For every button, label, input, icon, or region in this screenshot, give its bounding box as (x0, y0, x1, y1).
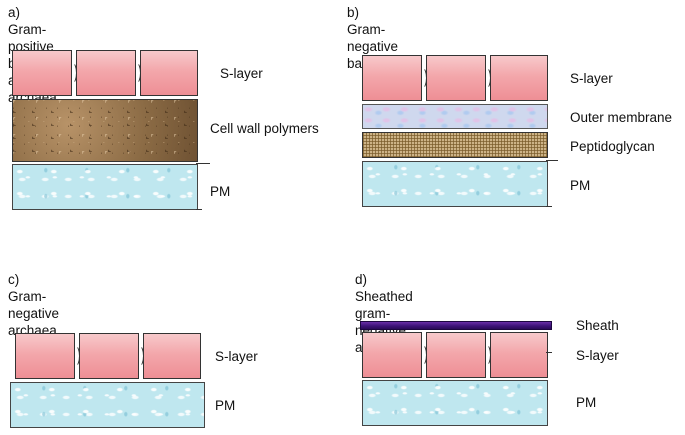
s-layer-linker (417, 67, 427, 89)
s-layer-subunit (143, 333, 201, 379)
s-layer-subunit (76, 50, 136, 96)
s-layer-linker (481, 67, 491, 89)
cell-wall-polymers-layer (12, 99, 198, 162)
panel-c-title: c) Gram-negative archaea (8, 272, 60, 338)
s-layer-subunit (490, 332, 548, 378)
pm-label: PM (215, 398, 236, 413)
plasma-membrane-layer (362, 380, 548, 426)
cell-wall-polymers-label: Cell wall polymers (210, 121, 319, 136)
peptidoglycan-layer (362, 132, 548, 158)
sheath-layer (360, 321, 552, 330)
s-layer-subunit (426, 55, 486, 101)
s-layer-label: S-layer (215, 349, 258, 364)
outer-membrane-layer (362, 104, 548, 129)
layer-edge-tick (546, 160, 558, 161)
layer-edge-tick (196, 163, 210, 164)
s-layer-linker (67, 62, 77, 84)
s-layer-linker (70, 345, 80, 367)
s-layer-label: S-layer (576, 348, 619, 363)
s-layer-subunit (79, 333, 139, 379)
s-layer-linker (417, 344, 427, 366)
s-layer-subunit (426, 332, 486, 378)
sheath-label: Sheath (576, 318, 619, 333)
pm-label: PM (570, 178, 591, 193)
s-layer-linker (481, 344, 491, 366)
s-layer-subunit (362, 55, 422, 101)
s-layer-subunit (12, 50, 72, 96)
s-layer-linker (134, 345, 144, 367)
s-layer-linker (131, 62, 141, 84)
s-layer-label: S-layer (570, 71, 613, 86)
layer-edge-tick (196, 209, 202, 210)
pm-label: PM (576, 395, 597, 410)
layer-edge-tick (546, 352, 552, 353)
s-layer-subunit (490, 55, 548, 101)
plasma-membrane-layer (362, 161, 548, 207)
layer-edge-tick (546, 206, 552, 207)
plasma-membrane-layer (12, 164, 198, 210)
s-layer-subunit (362, 332, 422, 378)
pm-label: PM (210, 184, 231, 199)
s-layer-label: S-layer (220, 66, 263, 81)
s-layer-subunit (15, 333, 75, 379)
peptidoglycan-label: Peptidoglycan (570, 139, 655, 154)
s-layer-subunit (140, 50, 198, 96)
plasma-membrane-layer (10, 382, 205, 428)
outer-membrane-label: Outer membrane (570, 110, 673, 125)
